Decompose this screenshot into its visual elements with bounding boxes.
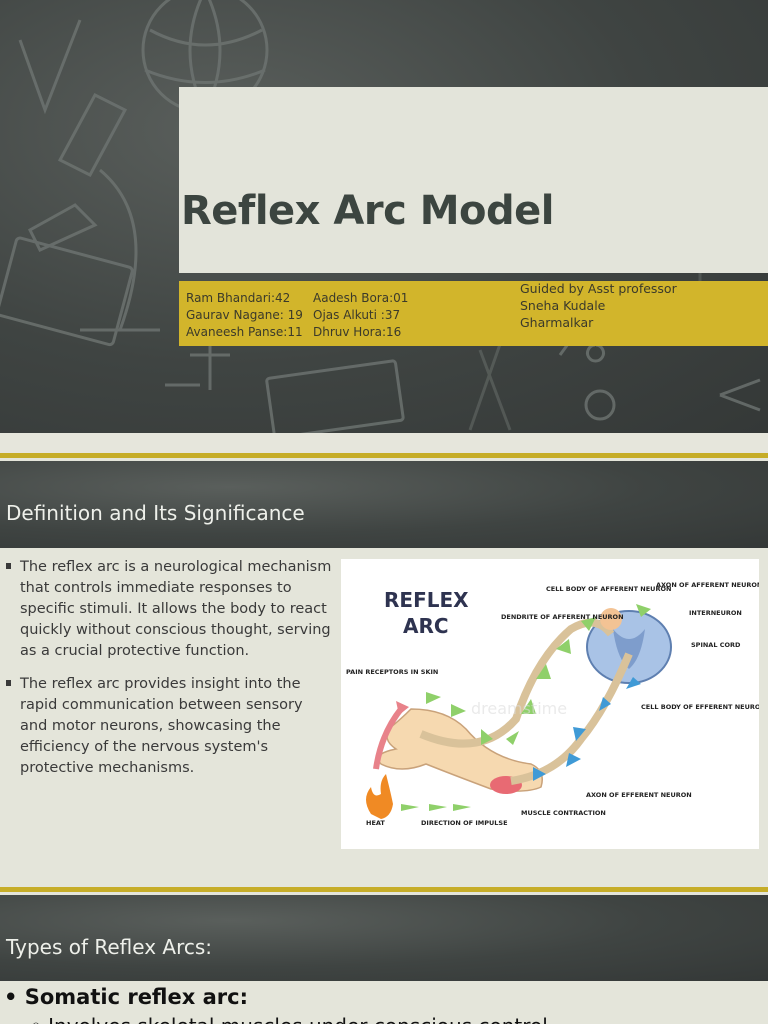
microscope-doodle <box>28 93 128 252</box>
label-spinal-cord: SPINAL CORD <box>691 641 741 649</box>
guide-info: Guided by Asst professor Sneha Kudale Gh… <box>520 280 677 331</box>
reflex-arc-diagram: REFLEX ARC <box>341 559 766 849</box>
member-name: Avaneesh Panse:11 <box>186 325 303 339</box>
presentation-title: Reflex Arc Model <box>181 188 554 234</box>
label-heat: HEAT <box>366 819 385 827</box>
label-dendrite-afferent: DENDRITE OF AFFERENT NEURON <box>501 613 624 621</box>
label-cell-body-efferent: CELL BODY OF EFFERENT NEURON <box>641 703 759 711</box>
definition-slide: Definition and Its Significance The refl… <box>0 453 768 888</box>
plus-doodle <box>165 340 230 390</box>
member-name: Ram Bhandari:42 <box>186 291 291 305</box>
arm-shape <box>377 708 543 792</box>
member-name: Gaurav Nagane: 19 <box>186 308 303 322</box>
label-axon-afferent: AXON OF AFFERENT NEURON <box>656 581 759 589</box>
type-bullet: • Somatic reflex arc: <box>4 985 248 1009</box>
accent-line <box>0 887 768 892</box>
afferent-arrows <box>426 604 651 745</box>
title-slide: Reflex Arc Model Ram Bhandari:42 Gaurav … <box>0 0 768 433</box>
label-direction-impulse: DIRECTION OF IMPULSE <box>421 819 508 827</box>
efferent-arrows <box>533 677 641 781</box>
label-cell-body-afferent: CELL BODY OF AFFERENT NEURON <box>546 585 671 593</box>
label-muscle-contraction: MUSCLE CONTRACTION <box>521 809 606 817</box>
guide-line: Gharmalkar <box>520 315 594 330</box>
label-pain-receptors: PAIN RECEPTORS IN SKIN <box>346 668 438 676</box>
types-slide: Types of Reflex Arcs: • Somatic reflex a… <box>0 887 768 1024</box>
slide-header: Definition and Its Significance <box>0 461 768 548</box>
names-band <box>179 281 768 346</box>
slide-header: Types of Reflex Arcs: <box>0 895 768 981</box>
slide-heading: Definition and Its Significance <box>6 501 305 525</box>
names-column-2: Aadesh Bora:01 Ojas Alkuti :37 Dhruv Hor… <box>313 290 408 341</box>
label-axon-efferent: AXON OF EFFERENT NEURON <box>586 791 692 799</box>
type-label: Somatic reflex arc: <box>24 985 248 1009</box>
bullet-list: The reflex arc is a neurological mechani… <box>6 557 332 791</box>
type-sub-bullet: ◦ Involves skeletal muscles under consci… <box>30 1014 548 1024</box>
slide-heading: Types of Reflex Arcs: <box>6 935 213 959</box>
reflex-arc-illustration: REFLEX ARC <box>346 581 766 827</box>
flame-icon <box>366 774 393 819</box>
names-column-1: Ram Bhandari:42 Gaurav Nagane: 19 Avanee… <box>186 290 303 341</box>
type-description: Involves skeletal muscles under consciou… <box>48 1014 548 1024</box>
watermark: dreamstime <box>471 699 567 718</box>
guide-line: Sneha Kudale <box>520 298 606 313</box>
label-interneuron: INTERNEURON <box>689 609 742 617</box>
diagram-title-1: REFLEX <box>384 588 469 612</box>
accent-line <box>0 453 768 458</box>
checkmark-doodle <box>18 19 82 115</box>
member-name: Aadesh Bora:01 <box>313 291 409 305</box>
member-name: Ojas Alkuti :37 <box>313 308 401 322</box>
guide-line: Guided by Asst professor <box>520 281 677 296</box>
member-name: Dhruv Hora:16 <box>313 325 402 339</box>
bullet-item: The reflex arc provides insight into the… <box>6 674 332 779</box>
diagram-title-2: ARC <box>403 614 449 638</box>
bullet-item: The reflex arc is a neurological mechani… <box>6 557 332 662</box>
title-box <box>179 87 768 273</box>
